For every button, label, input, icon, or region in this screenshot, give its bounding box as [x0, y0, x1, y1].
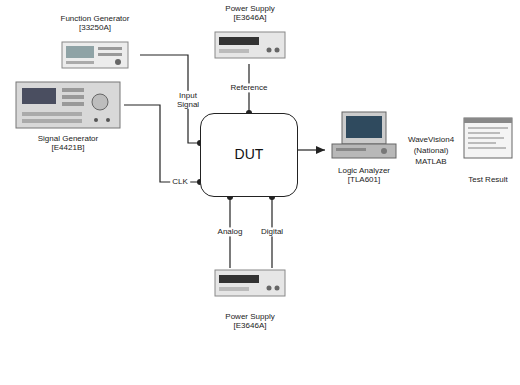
function-generator-picture	[62, 42, 128, 68]
signal-name: Reference	[229, 83, 270, 92]
test-result-picture	[464, 118, 512, 158]
software-label: MATLAB	[415, 157, 446, 166]
analyzer-keys	[336, 148, 366, 151]
signal-wire	[298, 149, 325, 150]
device-label: Function Generator [33250A]	[53, 14, 137, 32]
signal-name: Analog	[216, 227, 245, 236]
device-buttons	[219, 287, 249, 291]
power-supply-picture	[215, 270, 285, 296]
function-generator: Function Generator [33250A]	[50, 14, 140, 70]
device-body	[215, 32, 285, 58]
device-label: Logic Analyzer [TLA601]	[328, 166, 400, 184]
device-knob	[92, 94, 108, 110]
software-label: (National)	[414, 146, 449, 155]
device-buttons	[22, 112, 82, 116]
power-supply: Power Supply [E3646A]	[205, 4, 295, 64]
analyzer-knob	[381, 148, 387, 154]
power-supply: Power Supply [E3646A]	[205, 268, 295, 330]
device-buttons	[219, 49, 249, 53]
device-display	[22, 88, 56, 104]
result-line	[468, 137, 504, 139]
device-knob	[275, 286, 280, 291]
power-supply-picture	[215, 32, 285, 58]
signal-name: Input Signal	[169, 91, 207, 109]
device-buttons	[62, 102, 84, 106]
signal-name: CLK	[170, 177, 190, 186]
signal-wire	[124, 105, 200, 182]
logic-analyzer: Logic Analyzer [TLA601]	[325, 110, 403, 184]
device-knob	[115, 59, 121, 65]
device-connector	[106, 118, 110, 122]
logic-analyzer-picture	[332, 112, 396, 158]
device-label: Test Result	[460, 175, 516, 184]
software-label: WaveVision4	[408, 135, 454, 144]
device-body	[215, 270, 285, 296]
device-display	[219, 275, 259, 283]
result-line	[468, 142, 496, 144]
device-knob	[267, 48, 272, 53]
analyzer-monitor	[342, 112, 386, 144]
device-label: Power Supply [E3646A]	[221, 4, 279, 22]
result-line	[468, 147, 506, 149]
device-display	[219, 37, 259, 45]
signal-generator-picture	[16, 82, 120, 128]
dut-label: DUT	[235, 147, 264, 162]
device-buttons	[22, 119, 82, 123]
device-knob	[275, 48, 280, 53]
device-buttons	[98, 53, 122, 56]
device-buttons	[98, 47, 122, 50]
result-window	[464, 118, 512, 158]
device-label: Signal Generator [E4421B]	[26, 134, 110, 152]
analyzer-screen	[346, 116, 382, 138]
device-body	[16, 82, 120, 128]
device-label: Power Supply [E3646A]	[221, 312, 279, 330]
device-connector	[94, 118, 98, 122]
analyzer-body	[332, 144, 396, 158]
result-line	[468, 132, 500, 134]
device-buttons	[62, 95, 84, 99]
result-titlebar	[464, 118, 512, 123]
device-knob	[267, 286, 272, 291]
signal-generator: Signal Generator [E4421B]	[12, 80, 124, 152]
test-result: Test Result	[460, 114, 516, 184]
device-display	[66, 46, 94, 58]
device-buttons	[66, 61, 94, 64]
dut-box: DUT	[200, 113, 298, 197]
device-body	[62, 42, 128, 68]
result-line	[468, 127, 508, 129]
device-buttons	[62, 88, 84, 92]
signal-name: Digital	[259, 227, 285, 236]
